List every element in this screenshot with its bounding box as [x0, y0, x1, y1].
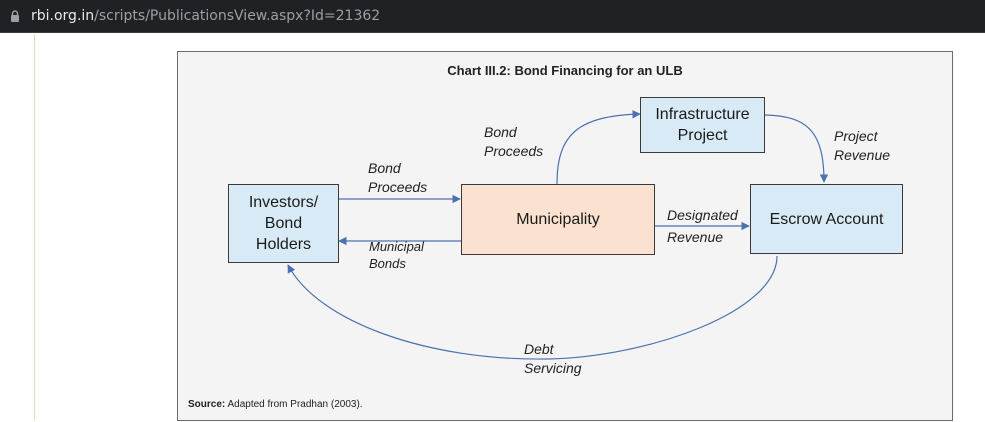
- investors-line-2: Bond: [264, 215, 303, 232]
- label-line: Proceeds: [484, 143, 544, 159]
- label-line: Designated: [667, 207, 738, 223]
- label-line: Revenue: [667, 229, 724, 245]
- address-bar[interactable]: rbi.org.in/scripts/PublicationsView.aspx…: [0, 0, 985, 33]
- arrow-debt-servicing: [287, 255, 778, 360]
- source-label: Source:: [188, 399, 226, 410]
- label-line: Debt: [524, 341, 554, 357]
- label-line: Project: [834, 128, 878, 144]
- url-domain: rbi.org.in: [31, 8, 95, 24]
- label-line: Revenue: [834, 147, 891, 163]
- url-text: rbi.org.in/scripts/PublicationsView.aspx…: [31, 8, 380, 24]
- label-line: Proceeds: [368, 179, 428, 195]
- label-line: Bond: [484, 124, 517, 140]
- lock-icon: [11, 10, 19, 22]
- arrow-project-revenue: [764, 114, 829, 183]
- chart-figure: Chart III.2: Bond Financing for an ULB I…: [177, 51, 953, 421]
- url-path: /scripts/PublicationsView.aspx?Id=21362: [94, 8, 381, 24]
- label-line: Municipal: [369, 239, 424, 254]
- arrow-bond-proceeds-to-infrastructure: [556, 110, 641, 185]
- chart-title: Chart III.2: Bond Financing for an ULB: [447, 63, 683, 78]
- investors-line-3: Holders: [255, 236, 312, 253]
- source-note: Source: Adapted from Pradhan (2003).: [188, 399, 363, 410]
- flow-arrows: [287, 110, 829, 360]
- label-line: Bond: [368, 160, 401, 176]
- label-line: Servicing: [524, 360, 582, 376]
- investors-line-1: Investors/: [248, 194, 319, 211]
- infrastructure-line-2: Project: [677, 127, 728, 144]
- node-escrow-account: Escrow Account: [750, 184, 903, 254]
- infrastructure-line-1: Infrastructure: [655, 106, 750, 123]
- label-line: Bonds: [369, 256, 406, 271]
- node-municipality: Municipality: [461, 184, 655, 255]
- source-text: Adapted from Pradhan (2003).: [227, 399, 363, 410]
- page-divider: [34, 34, 35, 421]
